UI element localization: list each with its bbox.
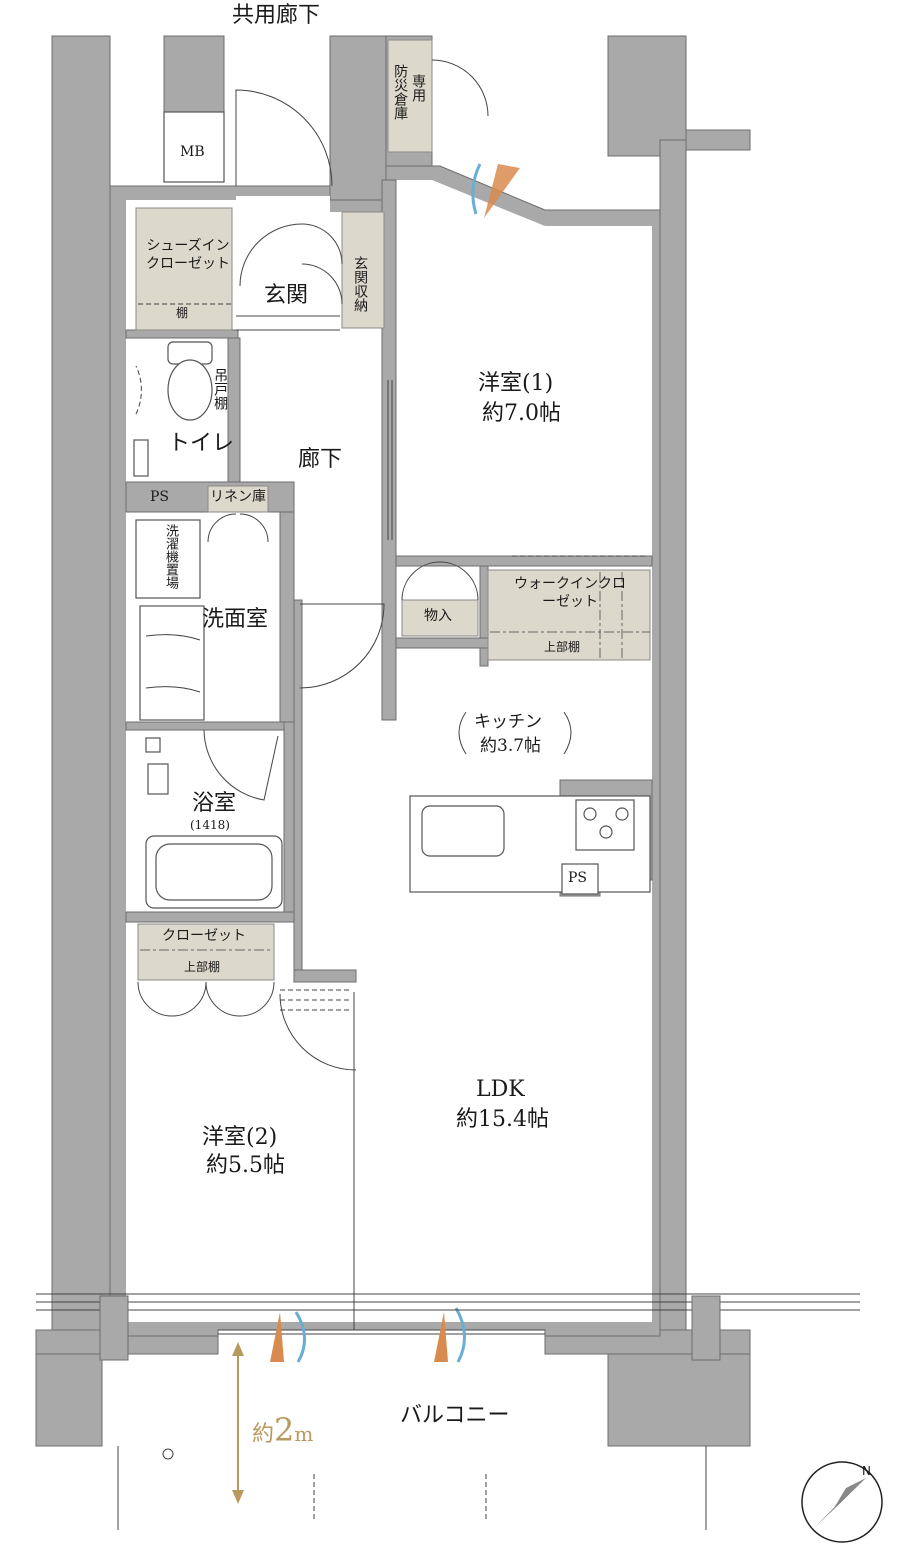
closet-label: クローゼット [162,928,246,944]
toilet-icon [133,341,213,477]
balcony-depth-label: 約2m [252,1411,314,1449]
disaster-storage-private-label: 専用 [410,74,427,102]
room1-size: 約7.0帖 [482,401,561,426]
mb-label: MB [180,144,205,160]
storage-areas [135,39,651,981]
shoe-closet-label: シューズインクローゼット [146,238,230,272]
ldk-size: 約15.4帖 [456,1107,549,1132]
washer [135,519,201,599]
balcony-label: バルコニー [400,1403,510,1428]
closet-shelf-label: 上部棚 [184,960,221,974]
balcony-dimension [232,1342,244,1504]
north-arrow-icon [801,1461,883,1543]
wind-icon [270,163,520,1363]
wic-label: ウォークインクローゼット [514,576,626,610]
ps2-label: PS [568,870,588,886]
washbasin [139,605,205,721]
entrance-storage-label: 玄関収納 [352,256,369,312]
storage-door[interactable] [431,59,489,117]
linen-label: リネン庫 [210,489,266,505]
hallway-label: 廊下 [298,447,343,472]
walls [35,35,751,1447]
balcony-railing [36,1293,860,1530]
storage-label: 物入 [424,608,452,624]
entrance-door[interactable] [235,89,333,187]
corridor-label: 共用廊下 [232,3,321,28]
washer-label: 洗濯機置場 [162,524,178,589]
kitchen-name: キッチン [474,712,542,732]
entrance-label: 玄関 [264,283,309,308]
ps-label: PS [150,489,170,505]
disaster-storage-label: 防災倉庫 [392,64,409,120]
kitchen-counter [409,795,651,893]
bathroom-label: 浴室 [192,791,237,816]
bathroom-size-label: (1418) [190,818,230,832]
room2-size: 約5.5帖 [206,1153,285,1178]
ldk-name: LDK [476,1077,525,1102]
shoe-closet-shelf-label: 棚 [176,306,189,320]
washroom-label: 洗面室 [202,607,269,632]
north-label: N [862,1464,871,1478]
toilet-label: トイレ [168,431,235,456]
toilet-cabinet-label: 吊戸棚 [212,368,229,410]
room2-name: 洋室(2) [202,1125,278,1150]
kitchen-size: 約3.7帖 [480,736,542,756]
room1-name: 洋室(1) [478,371,554,396]
wic-shelf-label: 上部棚 [544,640,581,654]
bathtub-icon [145,835,283,909]
mb-closet [163,111,225,183]
